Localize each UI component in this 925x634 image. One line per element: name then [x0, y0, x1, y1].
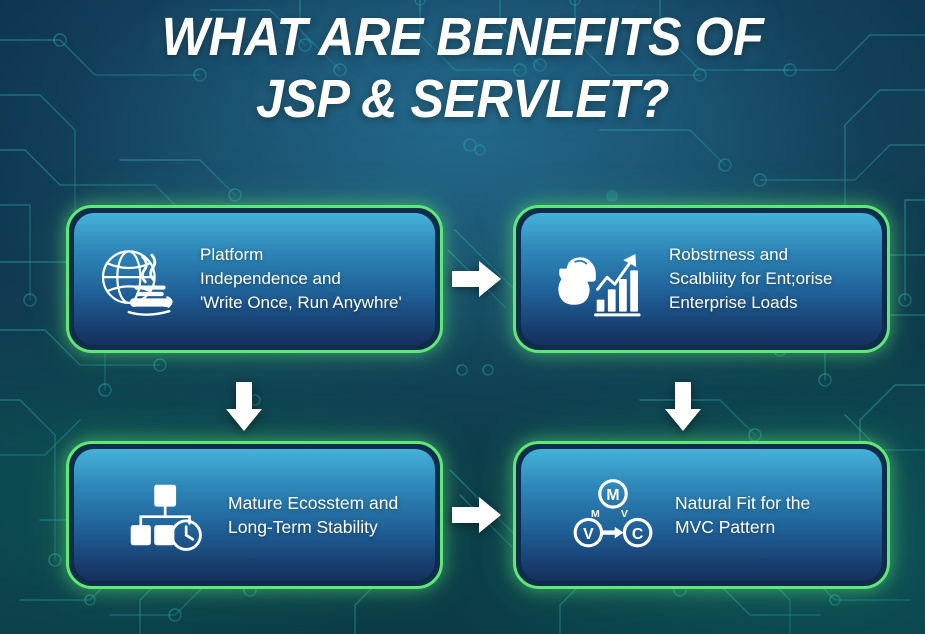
- benefit-card-inner: Mature Ecosstem and Long-Term Stability: [74, 449, 435, 581]
- page-title-line-1: WHAT ARE BENEFITS OF: [161, 7, 764, 67]
- page-title: WHAT ARE BENEFITS OF JSP & SERVLET?: [0, 6, 925, 130]
- arrow-right-icon: [452, 261, 501, 297]
- benefit-card-platform-independence[interactable]: Platform Independence and 'Write Once, R…: [66, 205, 443, 353]
- arrow-right-icon: [452, 497, 501, 533]
- muscle-bar-chart-icon: [553, 231, 649, 327]
- benefit-card-text: Robstrness and Scalbliity for Ent;orise …: [669, 245, 833, 312]
- mvc-node-model-label: M: [606, 487, 619, 504]
- benefit-card-text: Mature Ecosstem and Long-Term Stability: [228, 493, 399, 537]
- benefit-card-inner: Robstrness and Scalbliity for Ent;orise …: [521, 213, 882, 345]
- mvc-node-view-label: V: [583, 526, 594, 543]
- mvc-edge-label-right: V: [621, 508, 628, 520]
- page-title-line-2: JSP & SERVLET?: [255, 69, 670, 129]
- mvc-edge-label-left: M: [591, 508, 600, 520]
- benefit-card-mvc-pattern[interactable]: M V C M V Natural Fit for the MVC Patter…: [513, 441, 890, 589]
- benefit-card-inner: Platform Independence and 'Write Once, R…: [74, 213, 435, 345]
- benefit-card-text: Natural Fit for the MVC Pattern: [675, 493, 811, 537]
- benefit-card-robustness-scalability[interactable]: Robstrness and Scalbliity for Ent;orise …: [513, 205, 890, 353]
- benefit-card-inner: M V C M V Natural Fit for the MVC Patter…: [521, 449, 882, 581]
- arrow-down-icon: [665, 382, 701, 431]
- mvc-diagram-icon: M V C M V: [565, 467, 661, 563]
- hierarchy-clock-icon: [118, 467, 214, 563]
- benefit-card-mature-ecosystem[interactable]: Mature Ecosstem and Long-Term Stability: [66, 441, 443, 589]
- benefit-card-text: Platform Independence and 'Write Once, R…: [200, 245, 402, 312]
- globe-java-cup-icon: [90, 231, 186, 327]
- mvc-node-controller-label: C: [632, 526, 643, 543]
- arrow-down-icon: [226, 382, 262, 431]
